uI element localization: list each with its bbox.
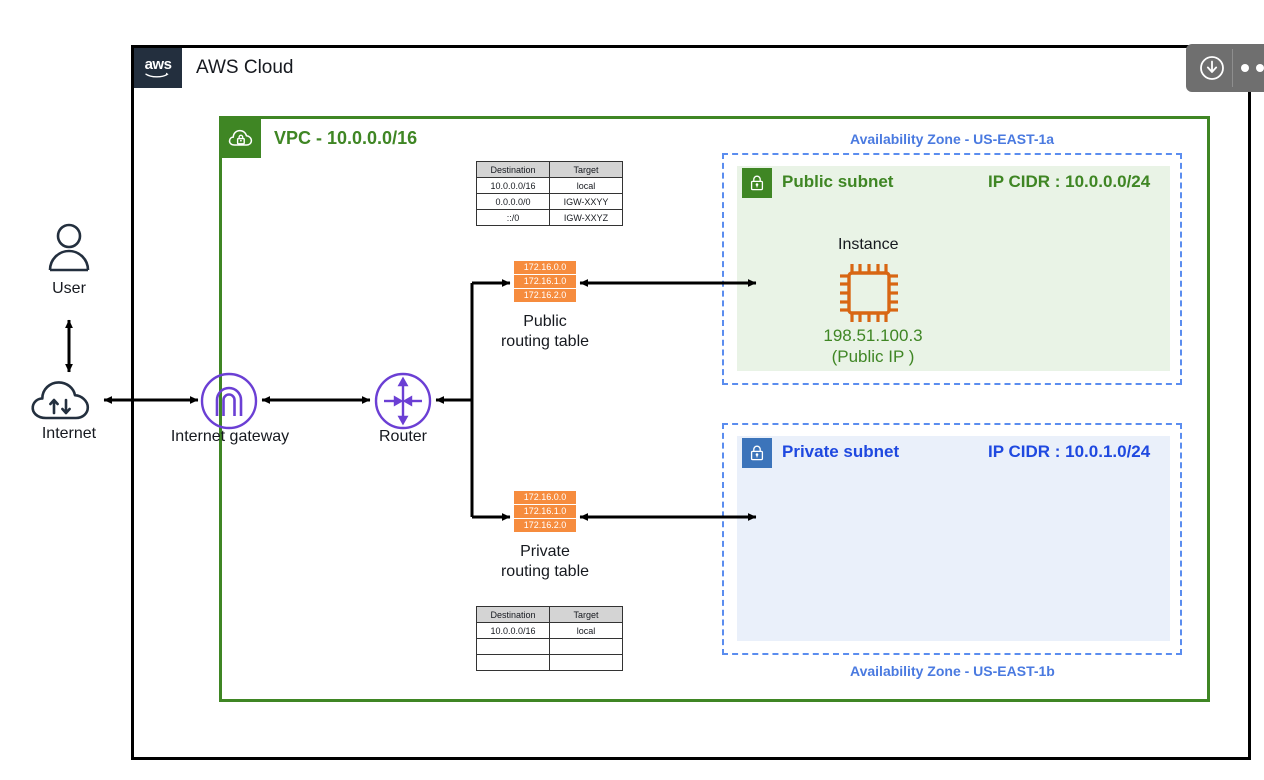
cell-destination: 0.0.0.0/0 bbox=[476, 193, 550, 210]
availability-zone-a-boundary bbox=[722, 153, 1182, 385]
chip-icon bbox=[840, 264, 898, 322]
four-way-arrows-icon bbox=[374, 372, 432, 430]
public-routing-table-chips: 172.16.0.0 172.16.1.0 172.16.2.0 bbox=[514, 261, 576, 302]
route-chip: 172.16.1.0 bbox=[514, 504, 576, 518]
table-row: 10.0.0.0/16 local bbox=[476, 622, 623, 639]
caption-line-2: routing table bbox=[500, 333, 590, 350]
download-button[interactable] bbox=[1192, 48, 1232, 88]
public-subnet-area bbox=[737, 166, 1170, 371]
aws-logo-icon: aws bbox=[134, 48, 182, 88]
cell-target: IGW-XXYY bbox=[549, 193, 623, 210]
vpc-icon bbox=[221, 118, 261, 158]
column-header-destination: Destination bbox=[476, 161, 550, 178]
column-header-target: Target bbox=[549, 161, 623, 178]
route-chip: 172.16.0.0 bbox=[514, 491, 576, 504]
instance-public-ip: 198.51.100.3 bbox=[823, 326, 923, 345]
more-dots-icon bbox=[1256, 64, 1264, 72]
instance-public-ip-note: (Public IP ) bbox=[831, 347, 915, 366]
private-routing-table-caption: Private routing table bbox=[470, 542, 620, 582]
aws-swoosh-icon bbox=[145, 72, 169, 78]
column-header-target: Target bbox=[549, 606, 623, 623]
availability-zone-a-label: Availability Zone - US-EAST-1a bbox=[850, 131, 1055, 147]
table-row: 0.0.0.0/0 IGW-XXYY bbox=[476, 193, 623, 210]
availability-zone-b-boundary bbox=[722, 423, 1182, 655]
user-label: User bbox=[52, 280, 86, 297]
user-person-icon bbox=[43, 222, 95, 274]
table-row: 10.0.0.0/16 local bbox=[476, 177, 623, 194]
lock-icon bbox=[750, 175, 764, 191]
floating-toolbar bbox=[1186, 44, 1264, 92]
table-header-row: Destination Target bbox=[476, 606, 623, 623]
caption-line-1: Public bbox=[523, 313, 567, 330]
router-four-arrows-icon bbox=[374, 372, 432, 430]
public-route-table-grid: Destination Target 10.0.0.0/16 local 0.0… bbox=[476, 161, 623, 226]
private-subnet-name: Private subnet bbox=[782, 442, 900, 461]
table-header-row: Destination Target bbox=[476, 161, 623, 178]
private-routing-table-chips: 172.16.0.0 172.16.1.0 172.16.2.0 bbox=[514, 491, 576, 532]
gateway-arch-icon bbox=[200, 372, 258, 430]
cell-target bbox=[549, 638, 623, 655]
cloud-arrows-icon bbox=[31, 381, 90, 420]
route-chip: 172.16.2.0 bbox=[514, 518, 576, 532]
vpc-cloud-lock-icon bbox=[228, 129, 253, 146]
cell-target: IGW-XXYZ bbox=[549, 209, 623, 226]
vpc-title: VPC - 10.0.0.0/16 bbox=[274, 128, 418, 148]
private-subnet-lock-icon bbox=[742, 438, 772, 468]
cell-destination bbox=[476, 638, 550, 655]
public-subnet-cidr: IP CIDR : 10.0.0.0/24 bbox=[988, 172, 1151, 191]
cell-target: local bbox=[549, 177, 623, 194]
internet-label: Internet bbox=[41, 425, 97, 442]
more-options-button[interactable] bbox=[1233, 64, 1264, 72]
internet-gateway-label: Internet gateway bbox=[170, 428, 290, 445]
lock-icon bbox=[750, 445, 764, 461]
cell-destination: 10.0.0.0/16 bbox=[476, 622, 550, 639]
availability-zone-b-label: Availability Zone - US-EAST-1b bbox=[850, 663, 1055, 679]
route-chip: 172.16.0.0 bbox=[514, 261, 576, 274]
caption-line-2: routing table bbox=[500, 563, 590, 580]
cell-destination bbox=[476, 654, 550, 671]
route-chip: 172.16.1.0 bbox=[514, 274, 576, 288]
person-icon bbox=[48, 223, 90, 272]
internet-cloud-arrows-icon bbox=[30, 378, 100, 422]
cell-destination: 10.0.0.0/16 bbox=[476, 177, 550, 194]
public-subnet-lock-icon bbox=[742, 168, 772, 198]
instance-label: Instance bbox=[838, 236, 899, 253]
cell-target: local bbox=[549, 622, 623, 639]
aws-logo-text: aws bbox=[144, 56, 172, 73]
aws-cloud-title: AWS Cloud bbox=[196, 57, 294, 78]
ec2-chip-icon bbox=[836, 260, 902, 326]
toolbar-separator bbox=[1232, 49, 1233, 87]
cell-target bbox=[549, 654, 623, 671]
private-route-table-grid: Destination Target 10.0.0.0/16 local bbox=[476, 606, 623, 671]
public-routing-table-caption: Public routing table bbox=[470, 312, 620, 352]
vpc-boundary bbox=[219, 116, 1210, 702]
table-row bbox=[476, 654, 623, 671]
table-row bbox=[476, 638, 623, 655]
internet-gateway-icon bbox=[200, 372, 258, 430]
private-subnet-cidr: IP CIDR : 10.0.1.0/24 bbox=[988, 442, 1151, 461]
private-subnet-area bbox=[737, 436, 1170, 641]
router-label: Router bbox=[378, 428, 428, 445]
column-header-destination: Destination bbox=[476, 606, 550, 623]
more-dots-icon bbox=[1241, 64, 1249, 72]
cell-destination: ::/0 bbox=[476, 209, 550, 226]
caption-line-1: Private bbox=[520, 543, 570, 560]
table-row: ::/0 IGW-XXYZ bbox=[476, 209, 623, 226]
public-subnet-name: Public subnet bbox=[782, 172, 894, 191]
route-chip: 172.16.2.0 bbox=[514, 288, 576, 302]
download-circle-icon bbox=[1200, 56, 1224, 80]
